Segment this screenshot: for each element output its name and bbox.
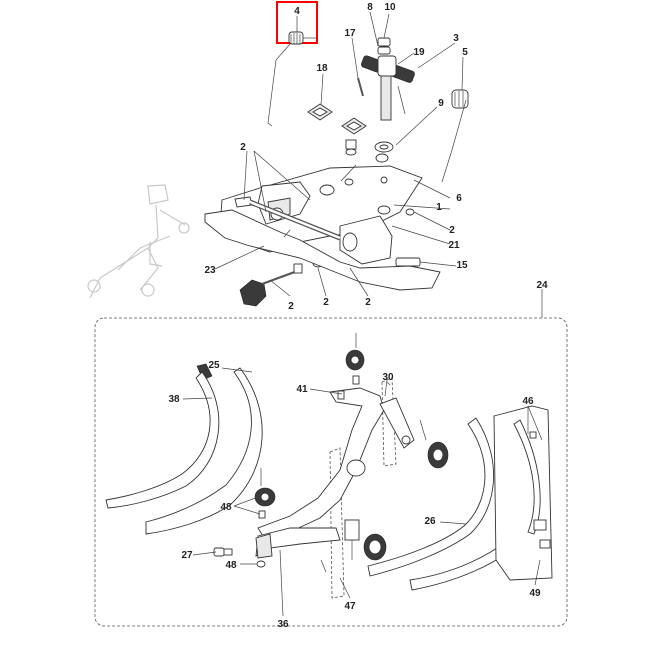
plate-part-23[interactable] [204,209,441,291]
leader-lines-top [214,11,543,318]
callout-10[interactable]: 10 [384,2,396,13]
wheel-part-48[interactable] [213,468,276,568]
pin-part-17[interactable] [357,77,364,97]
callout-8[interactable]: 8 [367,2,373,13]
callout-26[interactable]: 26 [424,516,436,527]
ghost-reference-assembly [87,184,190,299]
base-plate-part-1[interactable] [219,165,423,265]
callout-30[interactable]: 30 [382,372,394,383]
callout-2[interactable]: 2 [365,297,371,308]
callout-2[interactable]: 2 [240,142,246,153]
group-boundary-24 [94,317,568,627]
callout-19[interactable]: 19 [413,47,425,58]
callout-15[interactable]: 15 [456,260,468,271]
strip-part-49[interactable] [493,405,553,581]
scraper-strip-part-38[interactable] [105,371,220,509]
callout-9[interactable]: 9 [438,98,444,109]
callout-48[interactable]: 48 [220,502,232,513]
dashed-group-30 [381,377,397,467]
leader-lines-bottom [182,367,543,617]
callout-47[interactable]: 47 [344,601,356,612]
dashed-group-47 [329,447,345,599]
callout-labels: 4 8 10 17 19 3 5 18 9 2 6 1 2 21 15 23 2… [168,2,548,630]
callout-2[interactable]: 2 [288,301,294,312]
washer-part-9[interactable] [345,139,394,163]
callout-2[interactable]: 2 [449,225,455,236]
callout-41[interactable]: 41 [296,384,308,395]
wheel-part-30[interactable] [345,333,365,385]
pin-part-41[interactable] [320,379,388,573]
callout-48[interactable]: 48 [225,560,237,571]
callout-17[interactable]: 17 [344,28,356,39]
callout-1[interactable]: 1 [436,202,442,213]
wheel-assembly[interactable] [363,441,449,561]
callout-49[interactable]: 49 [529,588,541,599]
bracket-part-47[interactable] [257,387,427,560]
spring-part-5[interactable] [441,89,469,183]
callout-2[interactable]: 2 [323,297,329,308]
callout-38[interactable]: 38 [168,394,180,405]
callout-4[interactable]: 4 [294,6,300,17]
arm-part-36[interactable] [255,527,341,559]
callout-21[interactable]: 21 [448,240,460,251]
pad-parts-18[interactable] [307,103,367,135]
callout-24[interactable]: 24 [536,280,548,291]
handle-part-19[interactable] [361,37,416,121]
callout-46[interactable]: 46 [522,396,534,407]
callout-23[interactable]: 23 [204,265,216,276]
spring-part-4[interactable] [267,31,316,127]
callout-36[interactable]: 36 [277,619,289,630]
knob-part-2[interactable] [239,263,303,307]
callout-27[interactable]: 27 [181,550,193,561]
callout-25[interactable]: 25 [208,360,220,371]
callout-6[interactable]: 6 [456,193,462,204]
callout-5[interactable]: 5 [462,47,468,58]
callout-3[interactable]: 3 [453,33,459,44]
callout-18[interactable]: 18 [316,63,328,74]
